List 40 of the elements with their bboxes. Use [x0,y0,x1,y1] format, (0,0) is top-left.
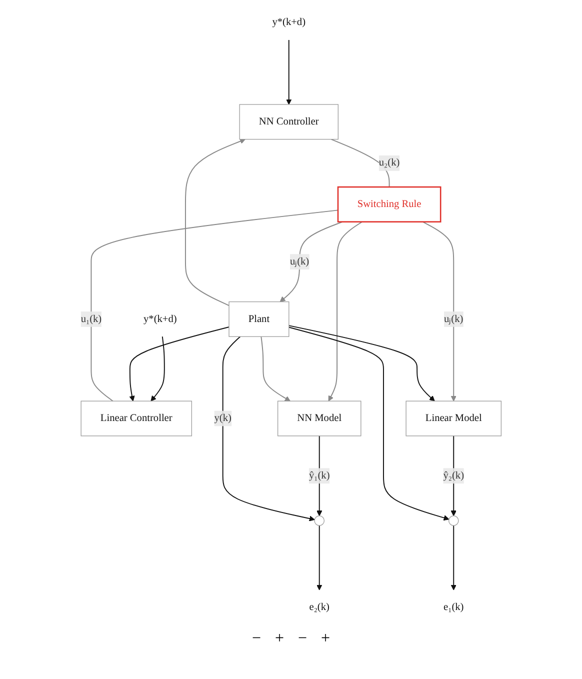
arrow [280,221,344,302]
sign-label: + [321,630,330,648]
node-circle [448,516,459,526]
node-box: NN Model [277,400,362,436]
edge-label: y(k) [214,412,232,424]
node-box: NN Controller [239,104,338,140]
edge-label: ŷ₁(k) [308,470,330,482]
arrow [422,221,456,402]
arrow [316,435,322,516]
arrow [184,138,246,306]
connector [330,138,390,188]
arrow [450,525,456,590]
node-text: y*(k+d) [144,313,177,324]
connector [90,210,338,402]
edge-label: ŷ₂(k) [443,470,464,482]
edge-label: uⱼ(k) [444,313,464,324]
node-box: Switching Rule [337,186,442,222]
arrow [450,435,456,516]
sign-label: − [298,630,308,648]
arrow [260,336,290,402]
arrow [129,326,230,402]
sign-label: + [274,630,284,648]
sign-label: − [252,630,261,648]
node-box: Linear Controller [80,400,192,436]
edge-label: u₁(k) [80,313,102,324]
arrow [150,336,165,402]
node-text: y*(k+d) [272,16,306,28]
arrow [288,325,435,402]
edge-label: uⱼ(k) [290,256,310,267]
arrow [286,40,292,105]
arrow [288,326,450,521]
arrow [328,221,363,402]
edge-label: u₂(k) [378,157,400,168]
arrow [316,525,322,590]
node-text: e₂(k) [309,602,330,613]
node-box: Linear Model [406,400,502,436]
node-text: e₁(k) [444,602,464,613]
node-circle [314,516,325,526]
arrow [222,336,315,522]
node-box: Plant [228,301,290,337]
